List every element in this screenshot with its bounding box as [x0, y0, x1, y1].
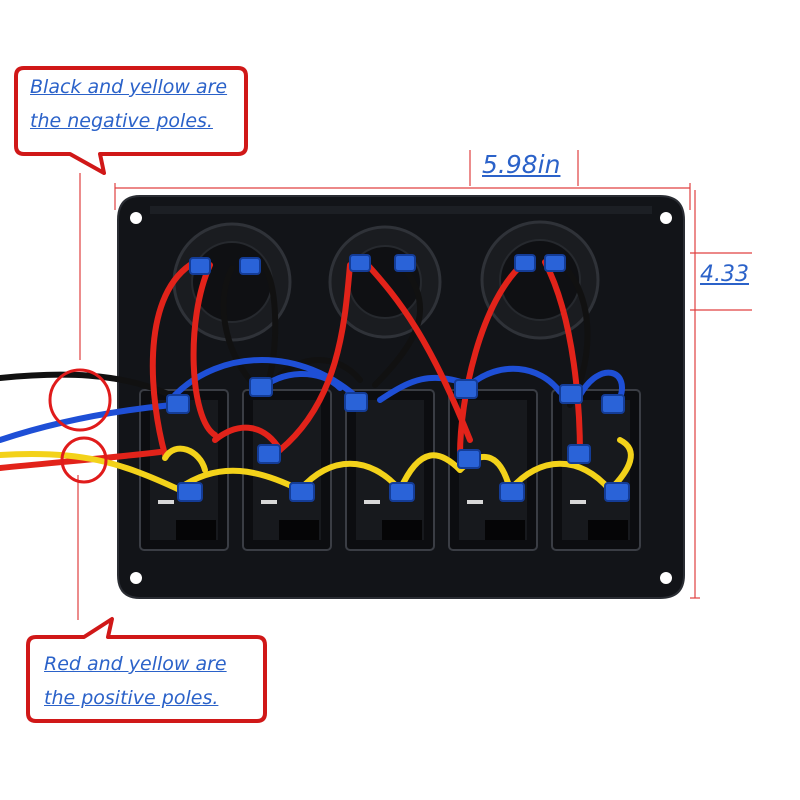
width-dimension [114, 150, 691, 210]
mount-hole [130, 212, 142, 224]
negative-wire-highlight [48, 368, 112, 432]
height-dimension-label: 4.33 [700, 262, 749, 287]
positive-callout-line2: the positive poles. [44, 687, 219, 709]
mount-hole [130, 572, 142, 584]
terminal-connectors [166, 254, 630, 502]
positive-callout-bubble [26, 617, 267, 723]
positive-callout-line1: Red and yellow are [44, 653, 227, 675]
switch-5 [551, 389, 641, 551]
switch-4 [448, 389, 538, 551]
negative-callout-bubble [14, 66, 248, 175]
switch-3 [345, 389, 435, 551]
socket-3 [480, 220, 600, 340]
negative-callout-line1: Black and yellow are [30, 76, 228, 98]
switch-2 [242, 389, 332, 551]
mount-hole [660, 572, 672, 584]
width-dimension-label: 5.98in [482, 150, 561, 179]
mount-hole [660, 212, 672, 224]
panel-edge-highlight [150, 206, 652, 214]
negative-callout-line2: the negative poles. [30, 110, 213, 132]
positive-wire-highlight [60, 436, 108, 484]
height-dimension [690, 190, 752, 599]
positive-callout-text: Red and yellow are the positive poles. [44, 647, 227, 715]
negative-callout-text: Black and yellow are the negative poles. [30, 70, 227, 138]
